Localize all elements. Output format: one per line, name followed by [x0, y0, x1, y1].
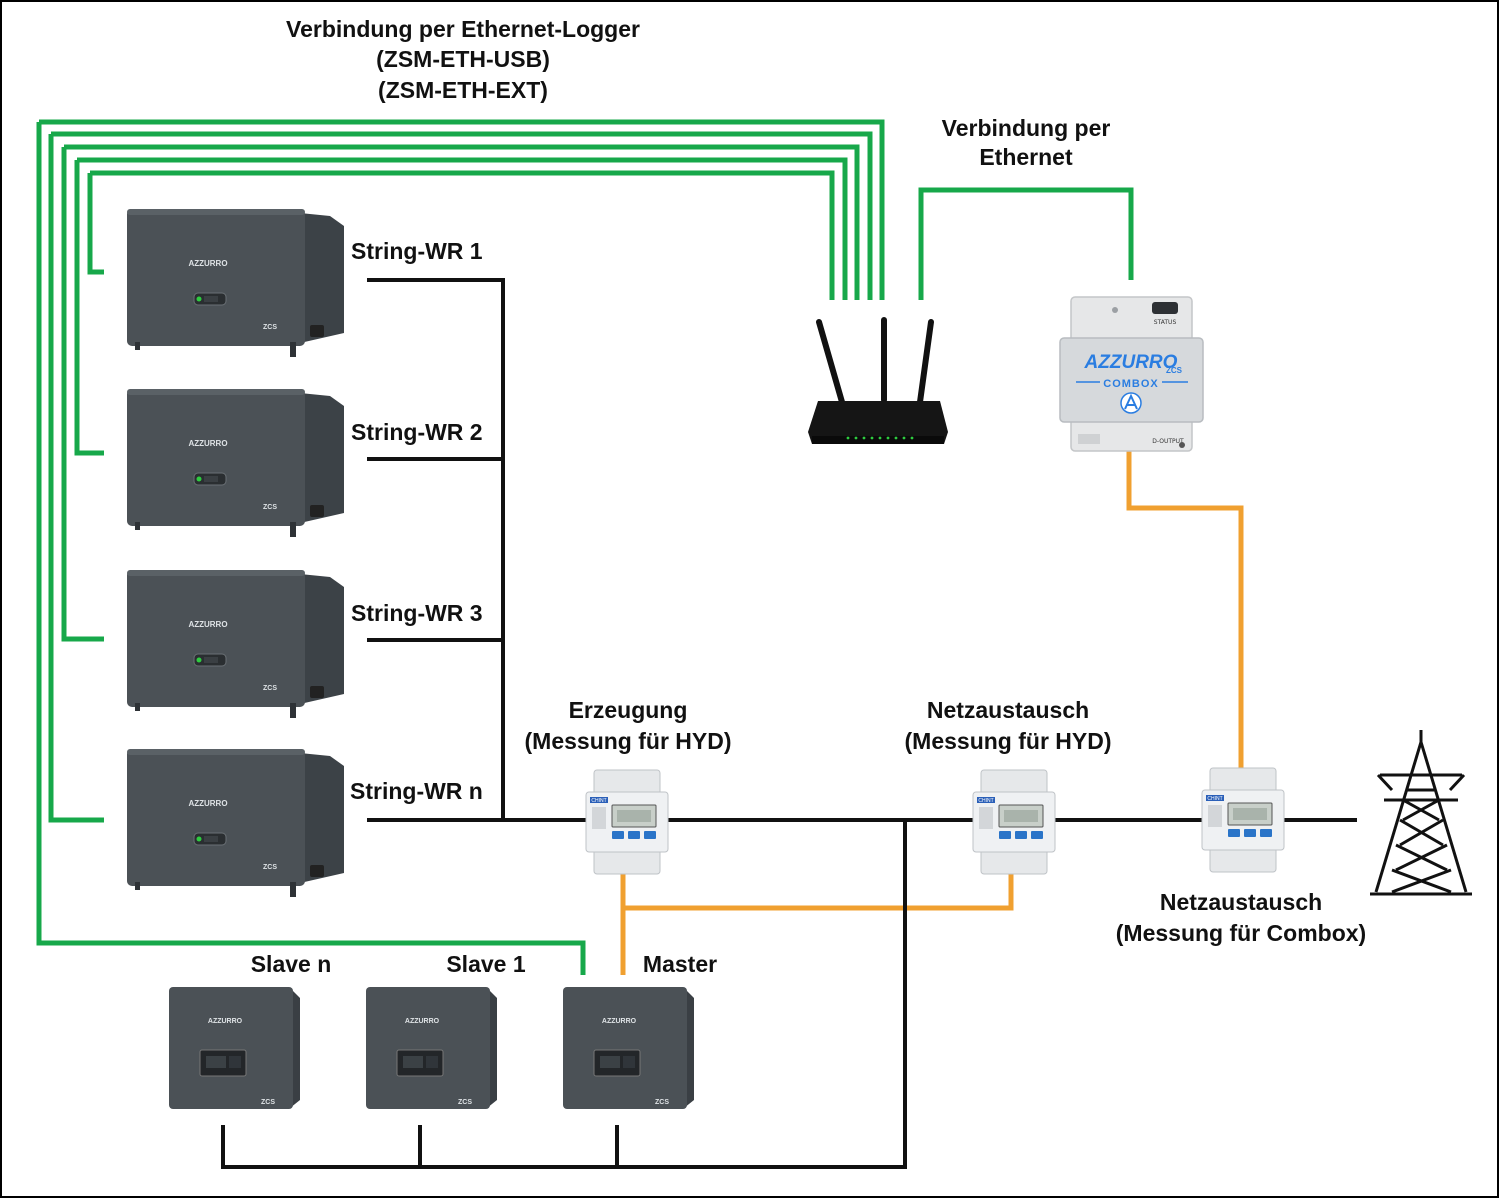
hybrid-ac-line — [221, 820, 907, 1169]
label-slave-n: Slave n — [251, 951, 332, 977]
meter-brand-label: CHINT — [978, 798, 993, 804]
cable-string-wr-1 — [87, 173, 104, 275]
cable-combox-meter — [1126, 448, 1244, 770]
zcs-logo: ZCS — [263, 324, 277, 331]
combox-status-label: STATUS — [1154, 319, 1177, 326]
hybrid-inverter-master: AZZURRO ZCS — [563, 987, 694, 1109]
energy-meter-grid-combox: CHINT — [1201, 767, 1285, 873]
ethernet-title-line-2: Ethernet — [979, 144, 1073, 170]
label-slave-1: Slave 1 — [446, 951, 525, 977]
inverter-brand-logo: AZZURRO — [188, 439, 227, 448]
meter-brand-label: CHINT — [591, 798, 606, 804]
zcs-logo: ZCS — [263, 685, 277, 692]
label-string-wr-3: String-WR 3 — [351, 600, 483, 626]
inverter-brand-logo: AZZURRO — [405, 1018, 440, 1025]
hybrid-inverter-slave-n: AZZURRO ZCS — [169, 987, 300, 1109]
combox-output-label: D-OUTPUT — [1152, 438, 1184, 445]
label-string-wr-1: String-WR 1 — [351, 238, 483, 264]
ethernet-logger-cables — [36, 119, 1134, 975]
zcs-logo: ZCS — [458, 1099, 472, 1106]
generation-label-2: (Messung für HYD) — [525, 728, 732, 754]
string-inverter-n: AZZURRO ZCS — [127, 749, 344, 897]
inverter-brand-logo: AZZURRO — [188, 620, 227, 629]
logger-cable-3 — [64, 144, 860, 300]
zcs-logo: ZCS — [261, 1099, 275, 1106]
logger-cable-5 — [90, 170, 835, 300]
grid-exchange-combox-label-2: (Messung für Combox) — [1116, 920, 1366, 946]
meter-cables — [620, 448, 1244, 975]
grid-exchange-hyd-label-2: (Messung für HYD) — [905, 728, 1112, 754]
zcs-logo: ZCS — [263, 504, 277, 511]
inverter-brand-logo: AZZURRO — [188, 799, 227, 808]
cable-string-wr-n — [48, 134, 104, 823]
hybrid-inverter-slave-1: AZZURRO ZCS — [366, 987, 497, 1109]
ethernet-logger-title: Verbindung per Ethernet-Logger — [286, 16, 640, 42]
combox-brand-logo: AZZURRO — [1084, 352, 1178, 373]
ethernet-logger-model-ext: (ZSM-ETH-EXT) — [378, 77, 548, 103]
ethernet-logger-model-usb: (ZSM-ETH-USB) — [376, 46, 550, 72]
labels: Verbindung per Ethernet-Logger (ZSM-ETH-… — [251, 16, 1367, 977]
cable-master — [36, 122, 586, 975]
energy-meter-grid-hyd: CHINT — [972, 769, 1056, 875]
grid-exchange-combox-label-1: Netzaustausch — [1160, 889, 1322, 915]
string-inverter-2: AZZURRO ZCS — [127, 389, 344, 537]
cable-string-wr-2 — [74, 160, 104, 456]
inverter-brand-logo: AZZURRO — [208, 1018, 243, 1025]
combox-device: STATUS AZZURRO ZCS COMBOX D-OUTPUT — [1059, 296, 1204, 452]
status-led-icon — [196, 657, 202, 663]
inverter-brand-logo: AZZURRO — [188, 259, 227, 268]
status-led-icon — [196, 836, 202, 842]
zcs-logo: ZCS — [263, 864, 277, 871]
power-lines — [221, 278, 1357, 1169]
cable-hyd-meter-link — [623, 872, 1014, 911]
inverter-brand-logo: AZZURRO — [602, 1018, 637, 1025]
ethernet-title-line-1: Verbindung per — [942, 115, 1111, 141]
logger-cable-2 — [51, 131, 873, 300]
generation-label-1: Erzeugung — [569, 697, 688, 723]
combox-name-label: COMBOX — [1103, 378, 1159, 390]
label-string-wr-n: String-WR n — [350, 778, 483, 804]
status-led-icon — [196, 476, 202, 482]
logger-cable-4 — [77, 157, 848, 300]
label-master: Master — [643, 951, 717, 977]
cable-string-wr-3 — [61, 147, 104, 642]
logger-cable-1 — [39, 119, 885, 300]
power-pylon-icon — [1370, 730, 1472, 896]
grid-exchange-hyd-label-1: Netzaustausch — [927, 697, 1089, 723]
meter-brand-label: CHINT — [1207, 796, 1222, 802]
string-inverter-1: AZZURRO ZCS — [127, 209, 344, 357]
cable-router-combox — [918, 187, 1134, 300]
string-inverter-3: AZZURRO ZCS — [127, 570, 344, 718]
zcs-logo: ZCS — [655, 1099, 669, 1106]
combox-zcs-logo: ZCS — [1166, 366, 1183, 375]
router-icon — [808, 317, 948, 444]
label-string-wr-2: String-WR 2 — [351, 419, 483, 445]
energy-meter-generation: CHINT — [585, 769, 669, 875]
status-led-icon — [196, 296, 202, 302]
